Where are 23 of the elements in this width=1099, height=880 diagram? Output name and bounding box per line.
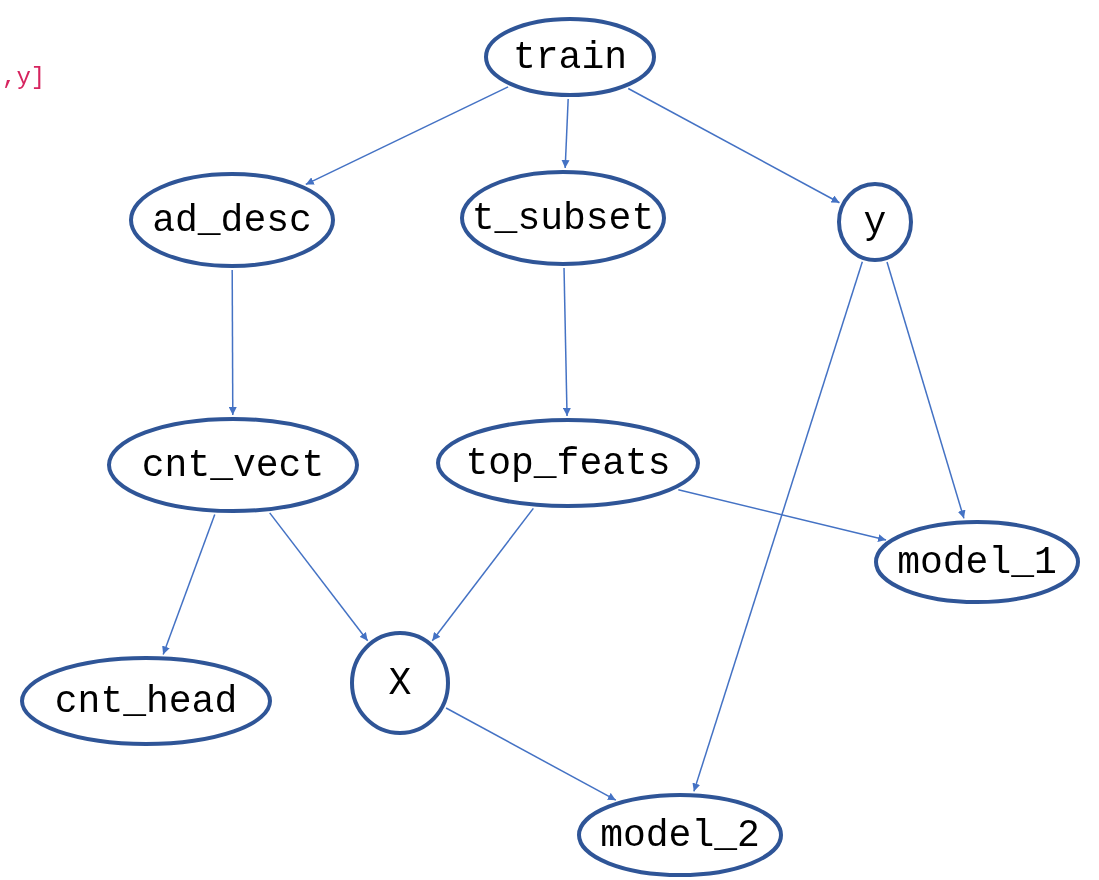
arrow: [561, 98, 570, 169]
arrow: [886, 261, 966, 520]
arrow: [627, 87, 841, 204]
node-label: top_feats: [465, 441, 671, 485]
node-label: ad_desc: [152, 198, 312, 242]
node-label: y: [863, 200, 887, 244]
node-label: X: [388, 661, 412, 705]
arrow: [677, 488, 887, 542]
node-label: model_1: [897, 540, 1057, 584]
node-label: cnt_vect: [141, 443, 325, 487]
node-label: cnt_head: [54, 679, 238, 723]
arrow: [228, 269, 237, 416]
node-label: model_2: [600, 813, 760, 857]
node-label: t_subset: [471, 196, 655, 240]
arrow: [268, 512, 369, 642]
arrow: [562, 267, 571, 417]
arrow: [431, 507, 535, 642]
code-fragment: ,y]: [2, 64, 46, 91]
node-label: train: [513, 35, 627, 79]
arrow: [162, 513, 216, 656]
arrow: [445, 707, 617, 801]
arrow: [692, 261, 864, 793]
arrow: [305, 86, 509, 186]
